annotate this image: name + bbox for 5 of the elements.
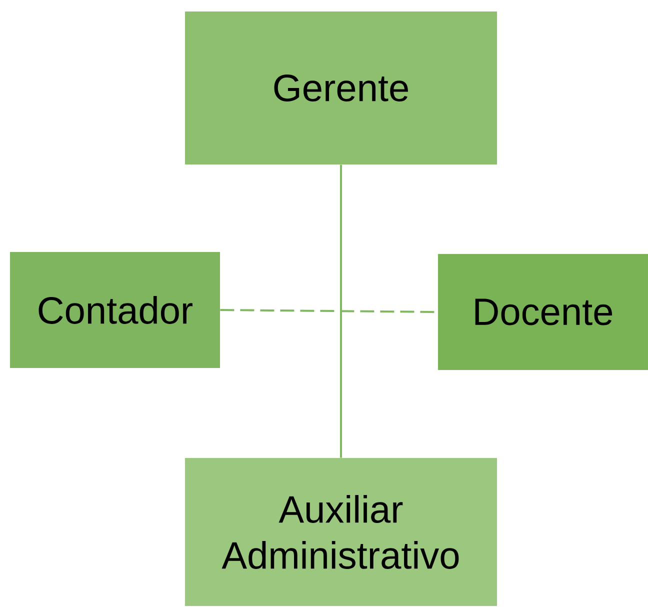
- connector-line: [340, 164, 342, 458]
- org-box: Contador: [10, 252, 220, 368]
- org-box: Gerente: [185, 12, 497, 164]
- org-box: Auxiliar Administrativo: [185, 458, 497, 606]
- org-box: Docente: [438, 254, 648, 370]
